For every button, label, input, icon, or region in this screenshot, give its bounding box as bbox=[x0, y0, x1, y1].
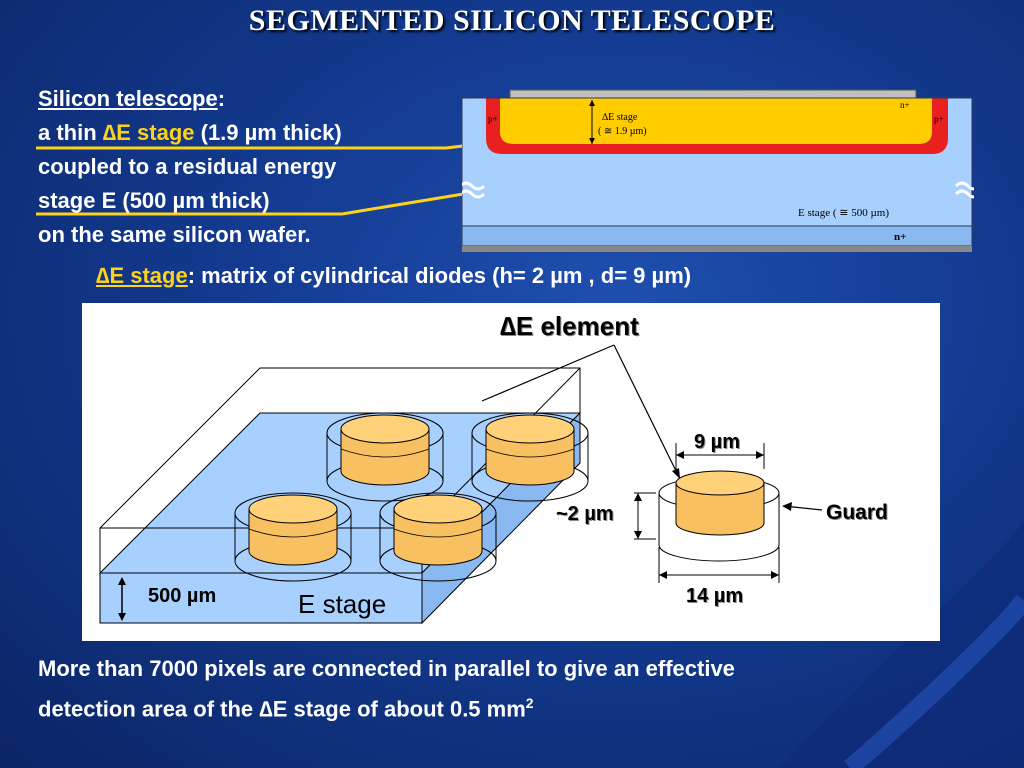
footer-text: More than 7000 pixels are connected in p… bbox=[38, 652, 735, 726]
xsec-e-label: E stage ( ≅ 500 µm) bbox=[798, 207, 889, 219]
diode-cylinder bbox=[379, 492, 497, 582]
diode-cylinder bbox=[234, 492, 352, 582]
footer-superscript: 2 bbox=[525, 695, 534, 711]
dim-14um-label: 14 µm bbox=[686, 585, 744, 607]
diode-diagram bbox=[98, 344, 823, 625]
metal-bottom bbox=[462, 246, 972, 252]
diode-cylinder bbox=[326, 412, 444, 502]
intro-line1-suffix: (1.9 µm thick) bbox=[194, 120, 342, 145]
intro-line1-prefix: a thin bbox=[38, 120, 103, 145]
e-stage-block-front bbox=[99, 572, 423, 624]
intro-colon: : bbox=[217, 86, 226, 111]
subtitle-text: : matrix of cylindrical diodes (h= 2 µm … bbox=[187, 263, 692, 288]
dim-2um-label: ~2 µm bbox=[556, 503, 614, 525]
xsec-de-label: ∆E stage bbox=[602, 112, 638, 123]
de-layer bbox=[500, 98, 932, 144]
intro-line3: stage E (500 µm thick) bbox=[38, 188, 270, 213]
dim-9um-label: 9 µm bbox=[694, 431, 740, 453]
xsec-n-bottom: n+ bbox=[894, 231, 906, 243]
intro-line4: on the same silicon wafer. bbox=[38, 222, 311, 247]
break-mark-left bbox=[462, 181, 486, 191]
e-stage-block-label: E stage bbox=[298, 589, 387, 619]
xsec-p-right: p+ bbox=[934, 114, 944, 124]
de-element-label: ∆E element bbox=[500, 311, 639, 341]
thickness-500um-label: 500 µm bbox=[148, 585, 217, 607]
page-title: SEGMENTED SILICON TELESCOPE bbox=[248, 4, 776, 37]
xsec-n-top: n+ bbox=[900, 100, 910, 110]
guard-label: Guard bbox=[826, 501, 888, 524]
xsec-p-left: p+ bbox=[488, 114, 498, 124]
intro-text: Silicon telescope: a thin ∆E stage (1.9 … bbox=[38, 82, 342, 252]
subtitle: ∆E stage: matrix of cylindrical diodes (… bbox=[96, 263, 691, 289]
single-diode bbox=[658, 470, 780, 562]
subtitle-highlight: ∆E stage bbox=[96, 263, 188, 288]
intro-de-stage: ∆E stage bbox=[102, 120, 195, 145]
diode-matrix bbox=[234, 412, 589, 582]
cross-section-diagram: ∆E stage ( ≅ 1.9 µm) p+ p+ n+ E stage ( … bbox=[462, 89, 974, 252]
footer-line1: More than 7000 pixels are connected in p… bbox=[38, 656, 735, 681]
top-metal bbox=[509, 89, 917, 99]
intro-heading: Silicon telescope bbox=[38, 86, 218, 111]
break-mark-right bbox=[954, 181, 974, 191]
footer-line2: detection area of the ∆E stage of about … bbox=[38, 696, 526, 722]
diode-cylinder bbox=[471, 412, 589, 502]
diode-diagram-panel: ∆E element 9 µm ~2 µm 14 µm Guard 500 µm… bbox=[82, 303, 940, 641]
intro-line2: coupled to a residual energy bbox=[38, 154, 337, 179]
xsec-de-thickness: ( ≅ 1.9 µm) bbox=[598, 126, 647, 137]
